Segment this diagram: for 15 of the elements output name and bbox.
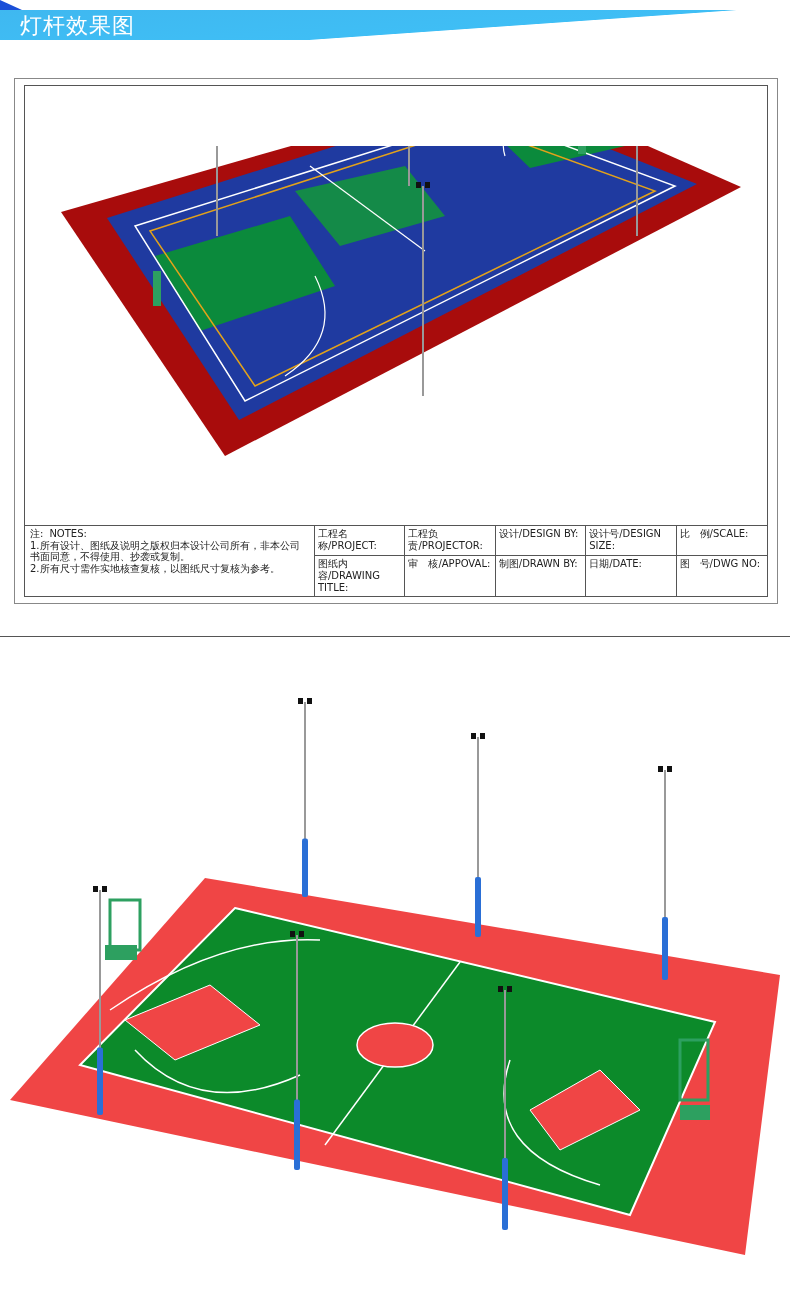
note-text: 1.所有设计、图纸及说明之版权归本设计公司所有，非本公司书面同意，不得使用、抄袭或复制。 [30, 539, 301, 563]
title-block-cell: 日期/DATE: [586, 556, 677, 596]
title-block-cell: 图纸内容/DRAWING TITLE: [315, 556, 406, 596]
title-block-cell: 审 核/APPOVAL: [405, 556, 496, 596]
section-title: 灯杆效果图 [20, 12, 135, 40]
title-block-cell: 工程名称/PROJECT: [315, 526, 406, 556]
notes-heading: NOTES: [49, 528, 87, 539]
title-block-cell: 设计号/DESIGN SIZE: [586, 526, 677, 556]
title-block-cell: 工程负责/PROJECTOR: [405, 526, 496, 556]
title-block-cell: 比 例/SCALE: [676, 526, 767, 556]
note-text: 2.所有尺寸需作实地核查复核，以图纸尺寸复核为参考。 [30, 562, 281, 574]
title-block-cell: 制图/DRAWN BY: [495, 556, 587, 596]
title-block-cell: 设计/DESIGN BY: [495, 526, 587, 556]
title-block-cell-text: 图 号/DWG NO: [678, 557, 762, 571]
notes-heading: 注: [30, 528, 44, 539]
